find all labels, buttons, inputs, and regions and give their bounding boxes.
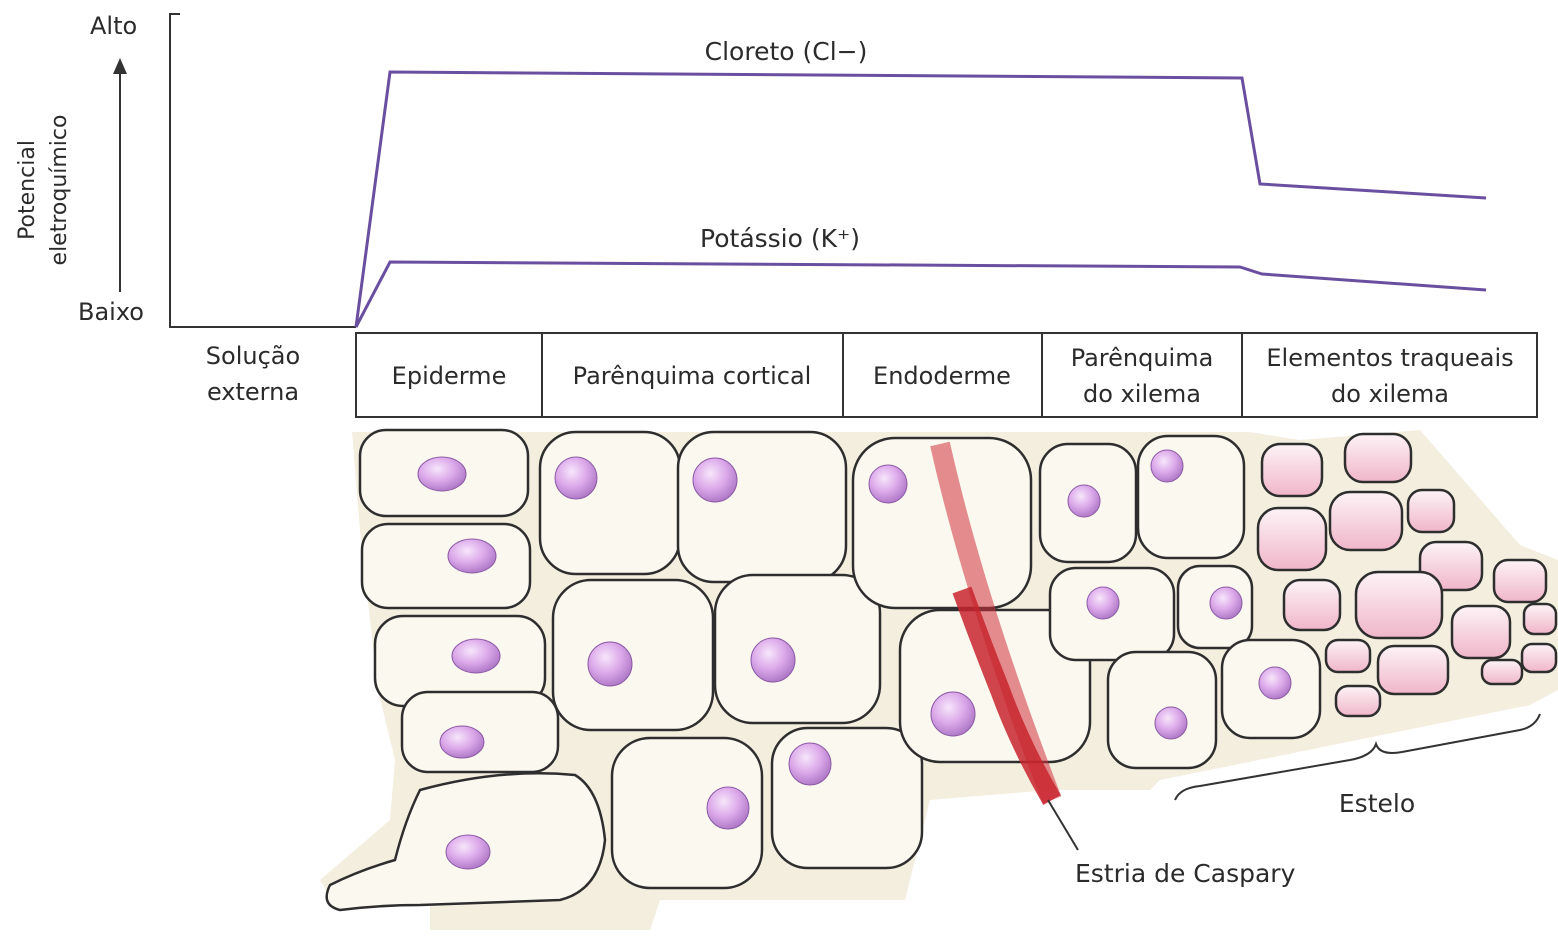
region-elementos-traqueais-line1: Elementos traqueais — [1266, 344, 1513, 372]
potassium-line — [356, 262, 1486, 327]
xylem-vessel — [1345, 434, 1411, 482]
casparian-leader-line — [1048, 800, 1078, 850]
chloride-label: Cloreto (Cl−) — [705, 37, 868, 66]
xylem-vessel — [1482, 660, 1522, 684]
cell — [402, 692, 558, 772]
region-parenquima-cortical: Parênquima cortical — [573, 362, 812, 390]
cell — [772, 728, 922, 868]
nucleus — [869, 465, 907, 503]
xylem-vessel — [1336, 686, 1380, 716]
xylem-vessel — [1330, 492, 1402, 550]
y-axis-label-line1: Potencial — [15, 140, 40, 240]
xylem-vessel — [1494, 560, 1546, 602]
nucleus — [452, 639, 500, 673]
xylem-vessel — [1378, 646, 1448, 694]
region-epiderme: Epiderme — [392, 362, 507, 390]
xylem-vessel — [1326, 640, 1370, 672]
cell — [553, 580, 713, 730]
casparian-strip-label: Estria de Caspary — [1075, 859, 1296, 888]
nucleus — [1210, 587, 1242, 619]
xylem-vessel — [1356, 572, 1442, 638]
outside-solution-label-line1: Solução — [206, 342, 300, 370]
y-axis-low-label: Baixo — [78, 298, 144, 326]
root-tissue-illustration: Estria de Caspary Estelo — [320, 430, 1558, 930]
cell — [678, 432, 846, 582]
cell — [540, 432, 680, 574]
arrow-head-icon — [113, 58, 127, 74]
nucleus — [588, 642, 632, 686]
nucleus — [707, 787, 749, 829]
xylem-vessel — [1452, 606, 1510, 658]
stele-label: Estelo — [1339, 789, 1415, 818]
nucleus — [446, 835, 490, 869]
nucleus — [789, 743, 831, 785]
cell — [1138, 436, 1244, 558]
cell — [362, 524, 530, 608]
xylem-vessel — [1262, 444, 1322, 496]
xylem-vessel — [1524, 604, 1556, 634]
nucleus — [440, 726, 484, 758]
nucleus — [448, 539, 496, 573]
nucleus — [1068, 485, 1100, 517]
xylem-vessel — [1284, 580, 1340, 630]
nucleus — [1259, 667, 1291, 699]
region-elementos-traqueais-line2: do xilema — [1331, 380, 1449, 408]
chloride-line — [356, 72, 1486, 327]
region-parenquima-xilema-line1: Parênquima — [1071, 344, 1214, 372]
y-axis-label-line2: eletroquímico — [47, 115, 72, 266]
nucleus — [418, 457, 466, 491]
potassium-label: Potássio (K⁺) — [700, 224, 860, 253]
xylem-vessel — [1408, 490, 1454, 532]
nucleus — [693, 458, 737, 502]
nucleus — [751, 638, 795, 682]
nucleus — [1151, 450, 1183, 482]
y-axis-high-label: Alto — [90, 12, 137, 40]
region-band: Solução externa Epiderme Parênquima cort… — [206, 333, 1537, 417]
xylem-vessel — [1522, 644, 1556, 672]
electrochemical-graph: Alto Baixo Potencial eletroquímico Clore… — [15, 12, 1486, 327]
nucleus — [1087, 587, 1119, 619]
y-axis-line — [170, 14, 356, 327]
nucleus — [931, 692, 975, 736]
cell — [715, 575, 880, 723]
nucleus — [1155, 707, 1187, 739]
region-endoderme: Endoderme — [873, 362, 1011, 390]
nucleus — [555, 457, 597, 499]
xylem-vessel — [1258, 508, 1326, 570]
region-parenquima-xilema-line2: do xilema — [1083, 380, 1201, 408]
outside-solution-label-line2: externa — [207, 378, 299, 406]
